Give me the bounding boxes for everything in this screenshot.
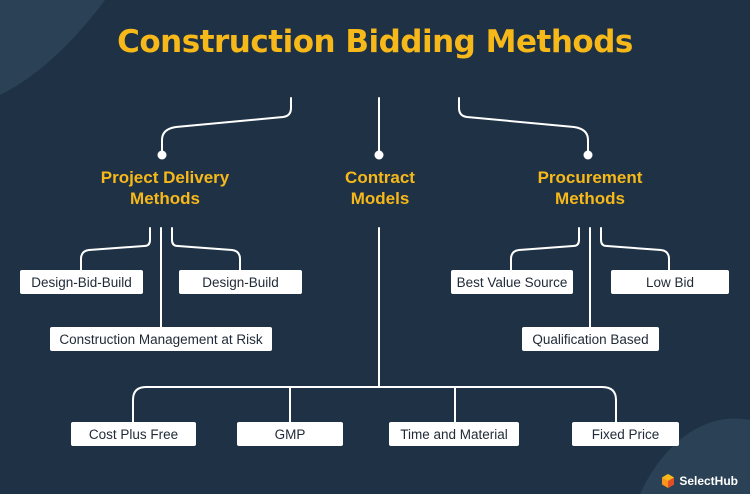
- brand-logo: SelectHub: [661, 474, 738, 488]
- item-best-value-source: Best Value Source: [451, 270, 573, 294]
- category-line: Procurement: [537, 168, 643, 187]
- category-contract-models: Contract Models: [310, 167, 450, 209]
- item-low-bid: Low Bid: [611, 270, 729, 294]
- category-line: Models: [350, 189, 410, 208]
- item-design-bid-build: Design-Bid-Build: [20, 270, 143, 294]
- category-line: Project Delivery: [100, 168, 230, 187]
- item-time-and-material: Time and Material: [389, 422, 519, 446]
- category-procurement: Procurement Methods: [510, 167, 670, 209]
- item-cost-plus-free: Cost Plus Free: [71, 422, 196, 446]
- selecthub-logo-icon: [662, 474, 675, 488]
- item-construction-management-at-risk: Construction Management at Risk: [50, 327, 272, 351]
- category-line: Contract: [345, 168, 415, 187]
- item-design-build: Design-Build: [179, 270, 302, 294]
- item-qualification-based: Qualification Based: [522, 327, 659, 351]
- item-fixed-price: Fixed Price: [572, 422, 679, 446]
- item-gmp: GMP: [237, 422, 343, 446]
- category-project-delivery: Project Delivery Methods: [85, 167, 245, 209]
- category-line: Methods: [130, 189, 200, 208]
- category-line: Methods: [555, 189, 625, 208]
- brand-name: SelectHub: [679, 474, 738, 488]
- page-title: Construction Bidding Methods: [117, 24, 633, 60]
